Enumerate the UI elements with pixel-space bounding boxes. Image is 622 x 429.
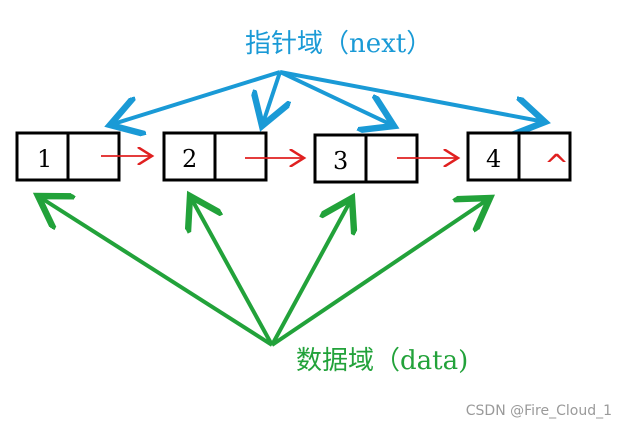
link-arrows	[101, 156, 458, 158]
data-arrow-3	[270, 198, 352, 346]
pointer-field-label: 指针域（next）	[245, 29, 432, 59]
node-2: 2	[162, 131, 268, 182]
node-3-data: 3	[333, 147, 348, 175]
node-4: 4 ^	[466, 131, 572, 184]
null-pointer-icon: ^	[544, 149, 569, 184]
node-4-data: 4	[486, 145, 501, 173]
pointer-arrows	[110, 70, 545, 126]
pointer-arrow-1	[110, 70, 281, 125]
data-field-label: 数据域（data)	[296, 346, 468, 376]
data-arrow-1	[38, 196, 274, 347]
node-1-data: 1	[37, 145, 52, 173]
pointer-arrow-3	[279, 70, 394, 126]
pointer-arrow-2	[262, 71, 280, 126]
watermark: CSDN @Fire_Cloud_1	[465, 403, 612, 419]
pointer-arrow-4	[279, 70, 545, 122]
data-arrow-2	[190, 196, 274, 346]
data-arrows	[38, 196, 490, 347]
node-2-data: 2	[182, 145, 197, 173]
data-arrow-4	[270, 198, 490, 347]
